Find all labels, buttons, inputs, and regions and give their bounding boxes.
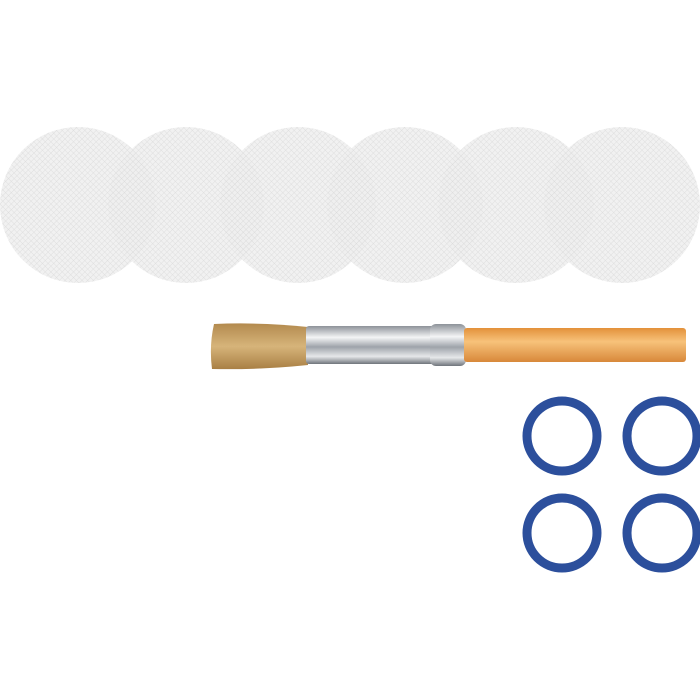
mesh-screen — [544, 127, 700, 283]
brush-ferrule — [306, 326, 436, 364]
mesh-screen — [220, 127, 376, 283]
cleaning-brush — [210, 323, 686, 370]
mesh-screens — [0, 127, 700, 283]
o-ring — [622, 396, 700, 476]
mesh-screen — [0, 127, 156, 283]
mesh-screen — [108, 127, 264, 283]
o-ring — [522, 396, 602, 476]
brush-handle — [464, 328, 686, 362]
o-rings — [522, 396, 700, 573]
brush-crimp — [430, 324, 466, 366]
mesh-screen — [327, 127, 483, 283]
o-ring — [522, 493, 602, 573]
brush-bristles — [210, 323, 308, 370]
o-ring — [622, 493, 700, 573]
